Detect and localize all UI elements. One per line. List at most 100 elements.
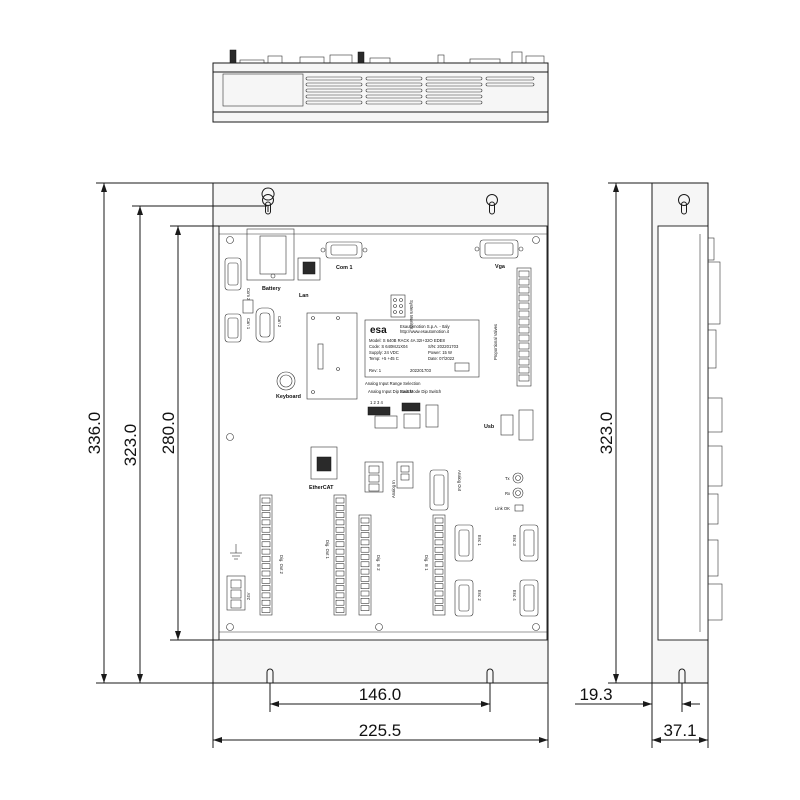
power-text: Power: 15 W — [428, 350, 452, 355]
terminal-pin — [360, 525, 370, 531]
terminal-pin — [261, 556, 271, 562]
code-text: Code: S 640MJ1X04 — [369, 344, 408, 349]
dim-width-total: 225.5 — [359, 721, 402, 740]
terminal-pin — [360, 561, 370, 568]
usb-label: Usb — [484, 424, 495, 430]
terminal-pin — [360, 576, 370, 582]
link-ok-label: Link OK — [495, 506, 510, 511]
dig-in1-strip: Dig. In 1 — [424, 514, 446, 616]
front-view: Battery Com 2 Lan Com 1 Vga Can 1 Can 2 — [212, 182, 549, 684]
terminal-pin — [261, 497, 271, 504]
dimension-arrows — [101, 183, 708, 743]
serial-text: S/N: 202201703 — [428, 344, 459, 349]
terminal-pin — [261, 585, 271, 591]
terminal-pin — [360, 590, 370, 597]
terminal-pin — [335, 526, 345, 533]
terminal-pin — [434, 605, 444, 611]
terminal-pin — [261, 526, 271, 533]
terminal-pin — [335, 512, 345, 518]
svg-text:Dig. Out 2: Dig. Out 2 — [279, 555, 284, 575]
ethercat-label: EtherCAT — [309, 485, 334, 491]
company-text: Esautomotion S.p.A. - Italy — [400, 324, 450, 329]
model-text: Model: S 640B RACK 4A 32I+32O EDE8 — [369, 338, 445, 343]
terminal-pin — [335, 541, 345, 548]
terminal-pin — [434, 525, 444, 531]
brand-logo: esa — [370, 325, 387, 336]
enc2-label: Enc 2 — [477, 590, 482, 601]
terminal-pin — [434, 583, 444, 589]
terminal-pin — [335, 505, 345, 511]
svg-text:Dig. Out 1: Dig. Out 1 — [325, 540, 330, 560]
terminal-pin — [261, 512, 271, 518]
terminal-pin — [434, 568, 444, 575]
dimensions — [96, 182, 709, 748]
dig-in2-strip: Dig. In 2 — [358, 514, 381, 616]
dig-out1-strip: Dig. Out 1 — [325, 494, 347, 616]
tx-label: Tx — [505, 476, 511, 481]
date-text: Date: 07/2022 — [428, 356, 455, 361]
lan-label: Lan — [299, 293, 309, 299]
dip-analog-label: Analog Input Dip Switch — [368, 389, 413, 394]
terminal-pin — [360, 554, 370, 560]
terminal-pin — [335, 599, 345, 606]
terminal-pin — [335, 578, 345, 584]
system-monitor-label: System Monitor — [409, 300, 414, 330]
supply-text: Supply: 24 VDC — [369, 350, 399, 355]
temp-text: Temp: +5 +45 C — [369, 356, 399, 361]
website-text: http://www.esautomotion.it — [400, 329, 450, 334]
terminal-pin — [434, 576, 444, 582]
terminal-pin — [434, 546, 444, 553]
analog-out-label: Analog Out — [457, 470, 462, 492]
dim-width-holes: 146.0 — [359, 685, 402, 704]
terminal-pin — [335, 563, 345, 569]
dim-depth-flange: 19.3 — [579, 685, 612, 704]
enc1-label: Enc 1 — [477, 535, 482, 546]
analog-in-label: Analog In — [391, 480, 396, 498]
barcode-text: 202201703 — [410, 368, 432, 373]
supply-label: 24V — [246, 592, 251, 600]
terminal-pin — [360, 605, 370, 611]
terminal-pin — [335, 570, 345, 577]
switch-numbers: 1 2 3 4 — [370, 400, 383, 405]
terminal-pin — [261, 534, 271, 540]
keyboard-label: Keyboard — [276, 394, 301, 400]
top-view — [212, 49, 549, 123]
terminal-pin — [360, 568, 370, 575]
terminal-pin — [335, 548, 345, 555]
proportional-valves-label: Proportional Valves — [493, 324, 498, 360]
ground-icon — [230, 544, 242, 560]
rev-text: Rev: 1 — [369, 368, 382, 373]
terminal-pin — [261, 541, 271, 548]
battery-label: Battery — [262, 286, 281, 292]
dim-depth-total: 37.1 — [663, 721, 696, 740]
terminal-pin — [335, 556, 345, 562]
com2-label: Com 2 — [246, 288, 251, 301]
terminal-pin — [261, 563, 271, 569]
dim-height-mount: 323.0 — [121, 424, 140, 467]
terminal-pin — [261, 599, 271, 606]
side-view — [651, 182, 723, 684]
terminal-pin — [434, 539, 444, 546]
enc4-label: Enc 4 — [512, 590, 517, 601]
can2-label: Can 2 — [277, 316, 282, 328]
terminal-pin — [261, 519, 271, 526]
terminal-pin — [261, 607, 271, 613]
dim-height-total: 336.0 — [85, 412, 104, 455]
terminal-pin — [434, 517, 444, 524]
terminal-pin — [335, 607, 345, 613]
can1-label: Can 1 — [246, 318, 251, 330]
terminal-pin — [335, 534, 345, 540]
terminal-pin — [434, 554, 444, 560]
terminal-pin — [434, 532, 444, 538]
dig-out2-strip: Dig. Out 2 — [259, 494, 284, 616]
rx-label: Rx — [505, 491, 511, 496]
terminal-pin — [360, 583, 370, 589]
terminal-pin — [335, 585, 345, 591]
terminal-pin — [434, 598, 444, 604]
terminal-pin — [434, 561, 444, 568]
com1-label: Com 1 — [336, 265, 352, 271]
terminal-pin — [261, 570, 271, 577]
dim-height-side: 323.0 — [597, 412, 616, 455]
terminal-pin — [335, 592, 345, 599]
